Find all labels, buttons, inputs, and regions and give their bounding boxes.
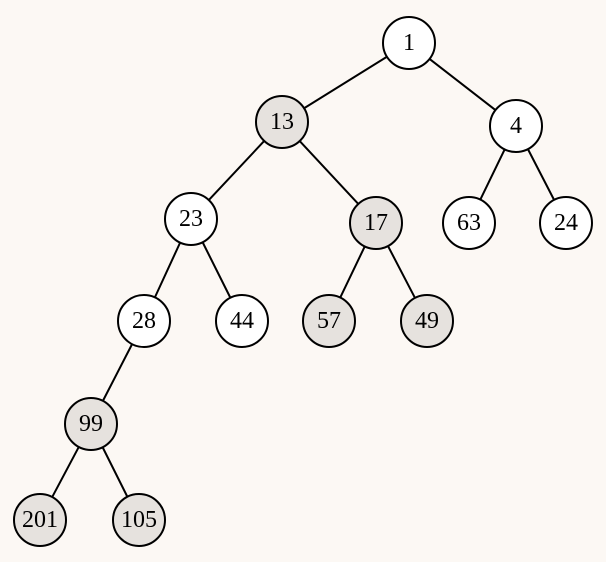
tree-node-44: 44 [215,294,269,348]
node-circle [302,294,356,348]
node-circle [539,196,593,250]
node-label: 1 [403,30,415,56]
node-label: 201 [22,507,58,533]
node-label: 49 [415,308,439,334]
tree-node-49: 49 [400,294,454,348]
tree-node-28: 28 [117,294,171,348]
edge-n23-n28 [153,241,182,299]
node-label: 24 [554,210,578,236]
tree-node-13: 13 [255,95,309,149]
tree-node-17: 17 [349,196,403,250]
node-label: 44 [230,308,254,334]
node-circle [215,294,269,348]
tree-node-24: 24 [539,196,593,250]
edge-n17-n57 [339,245,366,299]
tree-node-4: 4 [489,99,543,153]
edge-n1-n4 [428,57,497,112]
edge-n1-n13 [303,55,388,110]
edge-n13-n17 [298,140,360,205]
tree-node-1: 1 [382,16,436,70]
node-label: 23 [179,206,203,232]
node-label: 99 [79,411,103,437]
node-circle [349,196,403,250]
node-circle [64,397,118,451]
node-circle [382,16,436,70]
node-label: 63 [457,210,481,236]
edge-n17-n49 [387,245,416,299]
node-circle [117,294,171,348]
edge-n13-n23 [207,139,266,202]
tree-node-201: 201 [13,493,67,547]
tree-node-23: 23 [164,192,218,246]
tree-edges [51,55,556,499]
node-label: 4 [510,113,522,139]
node-circle [489,99,543,153]
tree-node-99: 99 [64,397,118,451]
node-label: 13 [270,109,294,135]
tree-node-63: 63 [442,196,496,250]
node-label: 28 [132,308,156,334]
node-circle [13,493,67,547]
node-circle [112,493,166,547]
node-label: 57 [317,308,341,334]
edge-n99-n105 [101,446,129,498]
node-circle [400,294,454,348]
edge-n23-n44 [201,241,232,299]
node-label: 17 [364,210,388,236]
edge-n4-n24 [526,148,556,201]
edge-n4-n63 [479,148,506,201]
edge-n99-n201 [51,445,80,499]
tree-node-57: 57 [302,294,356,348]
tree-node-105: 105 [112,493,166,547]
edge-n28-n99 [101,343,134,402]
tree-nodes: 1 13 4 23 17 63 24 28 44 57 49 99 201 105 [13,16,593,547]
node-label: 105 [121,507,157,533]
node-circle [442,196,496,250]
node-circle [164,192,218,246]
node-circle [255,95,309,149]
